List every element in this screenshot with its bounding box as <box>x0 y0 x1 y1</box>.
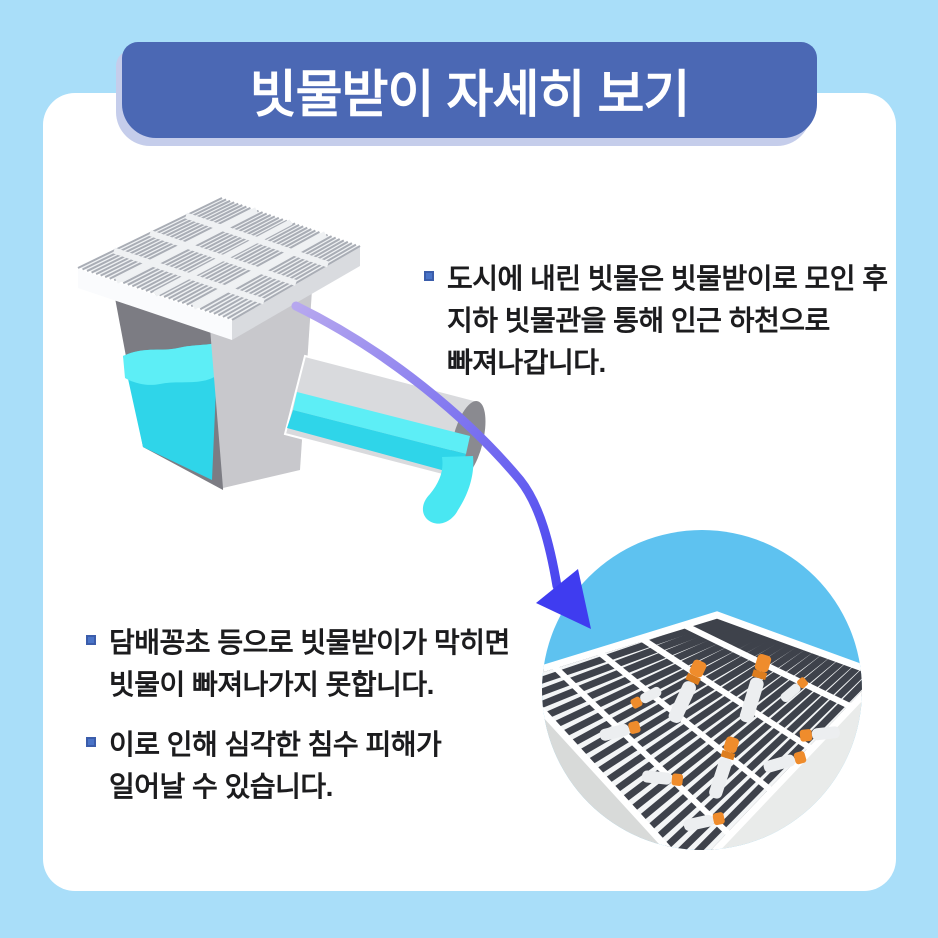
cigarette-butt <box>763 751 807 773</box>
cigarette-butt <box>709 736 740 799</box>
square-bullet-icon <box>424 271 434 281</box>
list-item: 도시에 내린 빗물은 빗물받이로 모인 후 지하 빗물관을 통해 인근 하천으로… <box>424 258 888 384</box>
cigarette-butt <box>780 677 809 703</box>
intro-line-3: 빠져나갑니다. <box>447 347 606 378</box>
intro-text-block: 도시에 내린 빗물은 빗물받이로 모인 후 지하 빗물관을 통해 인근 하천으로… <box>424 258 888 384</box>
cigarette-butt <box>630 686 662 709</box>
drain-grate <box>75 196 363 340</box>
intro-line-1: 도시에 내린 빗물은 빗물받이로 모인 후 <box>447 263 888 294</box>
intro-line-2: 지하 빗물관을 통해 인근 하천으로 <box>447 305 830 336</box>
square-bullet-icon <box>86 737 96 747</box>
warning2-line-1: 이로 인해 심각한 침수 피해가 <box>109 729 442 760</box>
cigarette-butt <box>668 659 707 723</box>
grate-slats <box>77 197 361 321</box>
warning1-line-2: 빗물이 빠져나가지 못합니다. <box>109 669 434 700</box>
list-item: 이로 인해 심각한 침수 피해가 일어날 수 있습니다. <box>86 724 510 808</box>
page-title: 빗물받이 자세히 보기 <box>249 66 691 123</box>
catch-basin-box <box>115 290 312 490</box>
square-bullet-icon <box>86 635 96 645</box>
cigarette-butt <box>739 654 772 723</box>
cigarette-butt <box>599 720 641 741</box>
cigarette-butt <box>641 770 684 786</box>
warning2-line-2: 일어날 수 있습니다. <box>109 771 333 802</box>
cigarette-butt <box>799 726 840 742</box>
clogged-drain-photo <box>542 530 862 850</box>
cigarette-butt <box>683 812 725 831</box>
list-item: 담배꽁초 등으로 빗물받이가 막히면 빗물이 빠져나가지 못합니다. <box>86 622 510 706</box>
warning-text-block: 담배꽁초 등으로 빗물받이가 막히면 빗물이 빠져나가지 못합니다. 이로 인해… <box>86 622 510 808</box>
title-banner: 빗물받이 자세히 보기 <box>122 42 817 138</box>
warning1-line-1: 담배꽁초 등으로 빗물받이가 막히면 <box>109 627 510 658</box>
